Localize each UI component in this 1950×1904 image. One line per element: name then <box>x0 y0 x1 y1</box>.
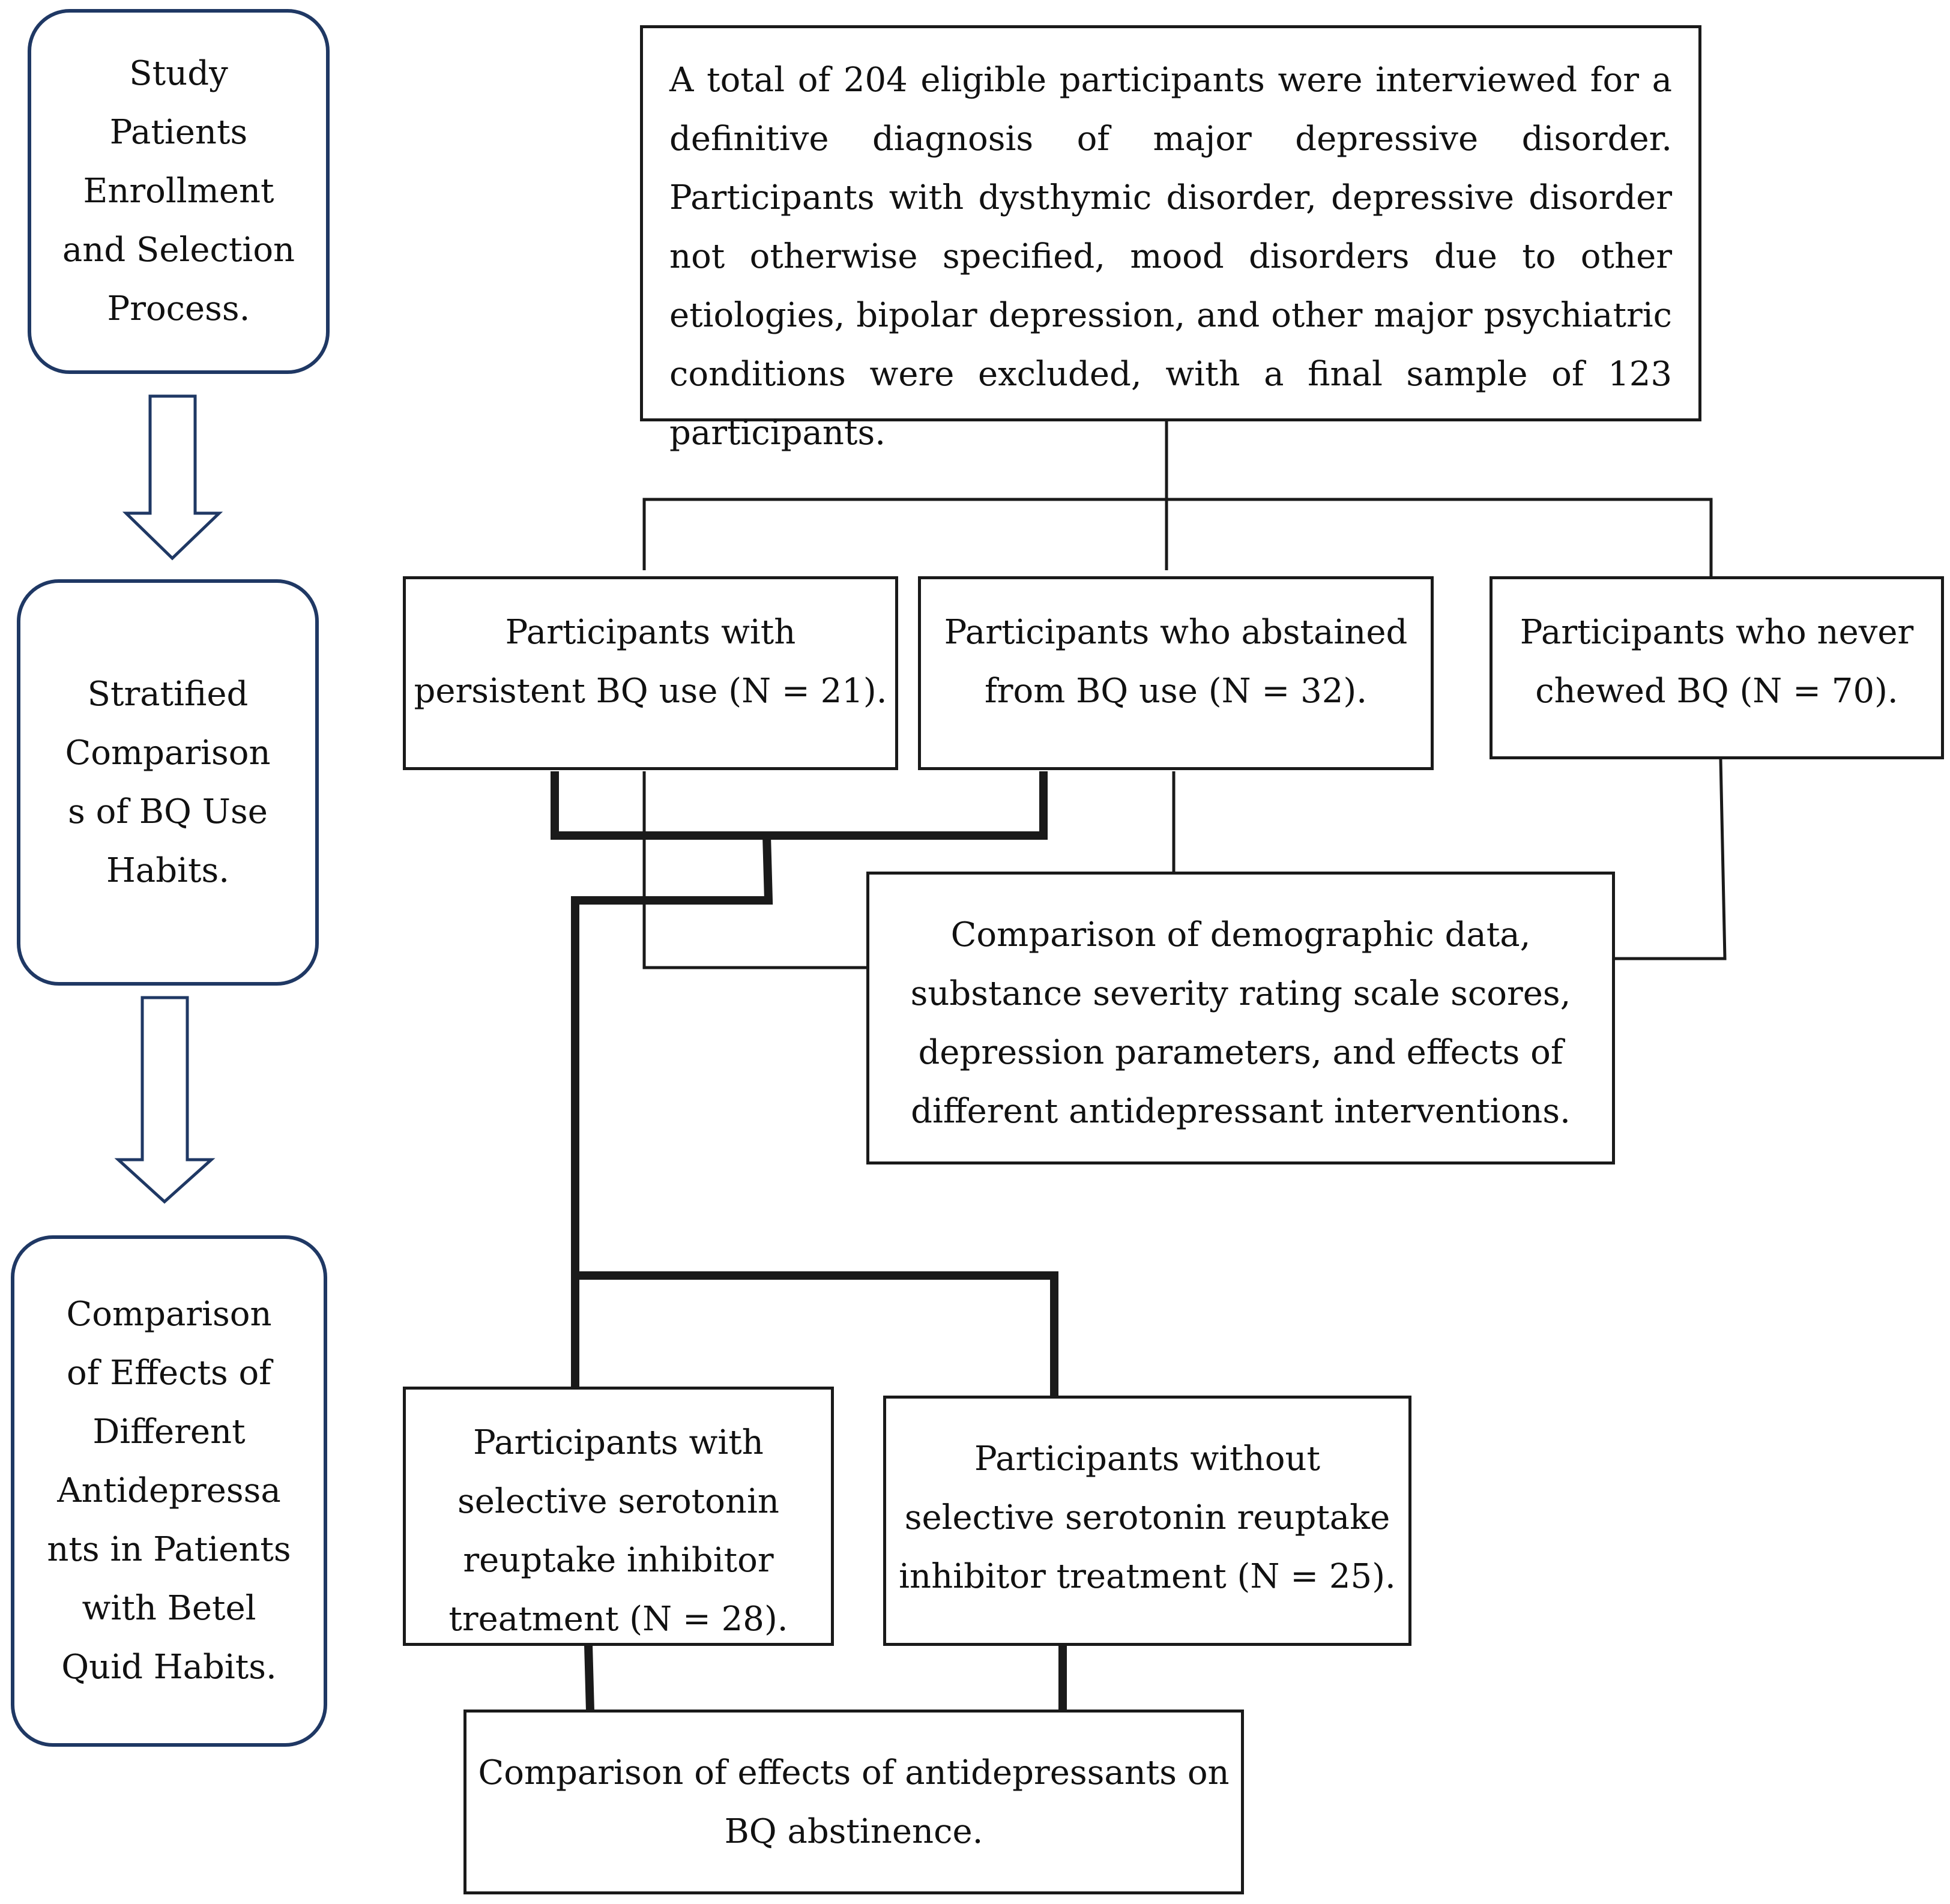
connector-groups-bracket <box>642 498 1713 576</box>
ssri-without-box: Participants without selective serotonin… <box>883 1396 1411 1646</box>
ssri-without-text: Participants without selective serotonin… <box>899 1439 1396 1596</box>
enrollment-text: A total of 204 eligible participants wer… <box>669 61 1672 453</box>
stage-enrollment-label: Study Patients Enrollment and Selection … <box>62 54 295 328</box>
stage-enrollment: Study Patients Enrollment and Selection … <box>28 9 330 374</box>
stage-antidepressants-label: Comparison of Effects of Different Antid… <box>47 1295 291 1687</box>
connector-persistent-to-comparison <box>642 771 868 969</box>
stage-stratified-label: Stratified Comparison s of BQ Use Habits… <box>65 674 271 890</box>
abstained-text: Participants who abstained from BQ use (… <box>944 613 1408 711</box>
ssri-with-text: Participants with selective serotonin re… <box>448 1423 788 1639</box>
connector-merge-thick <box>571 835 773 1390</box>
comparison-text: Comparison of demographic data, substanc… <box>910 915 1571 1131</box>
stage-antidepressants: Comparison of Effects of Different Antid… <box>11 1235 327 1747</box>
connector-never-to-comparison <box>1614 759 1727 960</box>
abstinence-comparison-box: Comparison of effects of antidepressants… <box>463 1710 1244 1894</box>
connector-ssri-split-thick <box>575 1271 1058 1396</box>
down-arrow-icon <box>122 394 223 561</box>
ssri-with-box: Participants with selective serotonin re… <box>403 1387 834 1646</box>
abstained-box: Participants who abstained from BQ use (… <box>918 576 1434 770</box>
comparison-box: Comparison of demographic data, substanc… <box>866 872 1615 1164</box>
down-arrow-icon <box>114 996 216 1204</box>
persistent-use-box: Participants with persistent BQ use (N =… <box>403 576 898 770</box>
never-chewed-text: Participants who never chewed BQ (N = 70… <box>1520 613 1914 711</box>
never-chewed-box: Participants who never chewed BQ (N = 70… <box>1490 576 1944 759</box>
stage-stratified: Stratified Comparison s of BQ Use Habits… <box>17 579 319 986</box>
abstinence-comparison-text: Comparison of effects of antidepressants… <box>478 1753 1230 1851</box>
enrollment-box: A total of 204 eligible participants wer… <box>640 25 1701 453</box>
connector-persistent-thick <box>551 771 1048 840</box>
persistent-use-text: Participants with persistent BQ use (N =… <box>414 613 887 711</box>
connector-ssri-with-to-abstinence <box>584 1644 594 1711</box>
